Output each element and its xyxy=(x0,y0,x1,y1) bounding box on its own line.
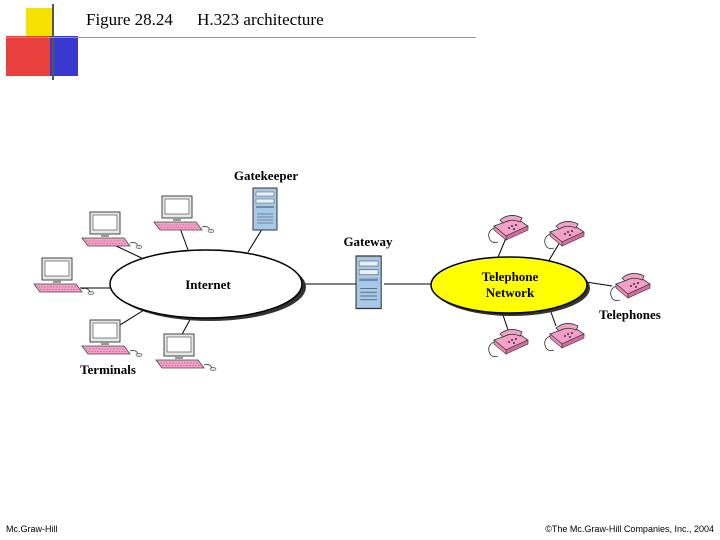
gatekeeper-label: Gatekeeper xyxy=(234,168,298,183)
link-phone-3 xyxy=(585,281,613,287)
terminal-icon xyxy=(153,195,215,234)
gateway-label: Gateway xyxy=(343,234,393,249)
telephone-network xyxy=(430,256,588,314)
terminal-icon xyxy=(81,319,143,358)
slide-title: Figure 28.24 H.323 architecture xyxy=(86,10,344,30)
figure-label: Figure 28.24 xyxy=(86,10,173,29)
gatekeeper-server-icon xyxy=(252,187,278,231)
deco-blue-square xyxy=(50,36,78,76)
link-terminal-2 xyxy=(179,227,189,251)
internet-label: Internet xyxy=(185,277,231,292)
network-label-line1: Telephone xyxy=(482,269,539,284)
deco-yellow-square xyxy=(26,8,52,38)
deco-vertical-line xyxy=(52,4,54,80)
telephones-label: Telephones xyxy=(599,307,661,322)
deco-horizontal-line xyxy=(6,37,476,38)
telephone-icon xyxy=(488,214,529,244)
internet-cloud xyxy=(109,249,303,319)
terminal-icon xyxy=(155,333,217,372)
link-phone-2 xyxy=(547,241,561,263)
terminal-icon xyxy=(33,257,95,296)
deco-red-square xyxy=(6,36,50,76)
terminals-label: Terminals xyxy=(80,362,136,377)
footer-copyright: ©The Mc.Graw-Hill Companies, Inc., 2004 xyxy=(545,524,714,534)
telephone-icon xyxy=(488,328,529,358)
telephone-icon xyxy=(544,322,585,352)
footer-publisher: Mc.Graw-Hill xyxy=(6,524,58,534)
telephone-icon xyxy=(544,220,585,250)
figure-title: H.323 architecture xyxy=(197,10,324,29)
terminal-icon xyxy=(81,211,143,250)
telephone-icon xyxy=(610,272,651,302)
network-label-line2: Network xyxy=(486,285,535,300)
gateway-server-icon xyxy=(355,255,382,310)
